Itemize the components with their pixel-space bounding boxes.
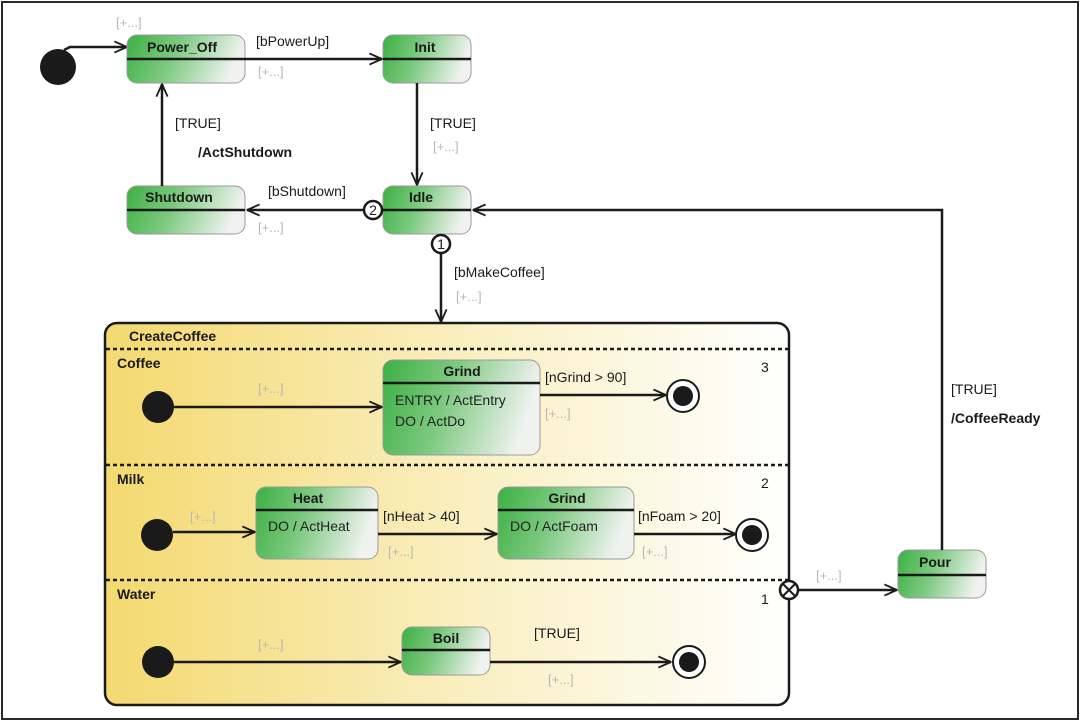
state-idle[interactable]: Idle [382,185,472,235]
transition-placeholder[interactable]: [+...] [545,406,571,421]
composite-state-create-coffee[interactable]: CreateCoffee [103,321,791,707]
state-grind-milk[interactable]: Grind DO / ActFoam [497,486,635,560]
exit-point-marker[interactable] [778,579,800,601]
transition-arrow[interactable] [63,47,127,50]
transition-placeholder[interactable]: [+...] [258,637,284,652]
transition-placeholder[interactable]: [+...] [258,220,284,235]
transition-arrow[interactable] [473,210,944,550]
region-name: Milk [117,471,144,487]
state-name: Init [415,39,436,55]
final-state[interactable] [666,379,700,413]
state-name: Grind [443,363,480,379]
transition-action[interactable]: /CoffeeReady [951,410,1041,426]
transition-placeholder[interactable]: [+...] [642,544,668,559]
composite-name: CreateCoffee [129,328,216,344]
transition-placeholder[interactable]: [+...] [258,381,284,396]
state-action: ENTRY / ActEntry [395,392,506,408]
transition-placeholder[interactable]: [+...] [258,64,284,79]
transition-guard[interactable]: [TRUE] [175,115,221,131]
transition-placeholder[interactable]: [+...] [388,544,414,559]
transition-placeholder[interactable]: [+...] [190,509,216,524]
transition-placeholder[interactable]: [+...] [816,568,842,583]
state-name: Shutdown [145,189,213,205]
initial-pseudostate[interactable] [142,391,174,423]
region-priority: 2 [761,475,769,491]
state-action: DO / ActDo [395,413,465,429]
region-coffee: Coffee 3 [+...] Grind ENTRY / ActEntry D… [117,355,769,456]
state-name: Power_Off [147,39,217,55]
state-name: Boil [433,630,459,646]
transition-guard[interactable]: [nHeat > 40] [383,508,460,524]
state-action: DO / ActHeat [268,518,350,534]
state-boil[interactable]: Boil [401,626,491,676]
final-state[interactable] [735,518,769,552]
state-name: Pour [919,554,951,570]
state-name: Grind [548,490,585,506]
state-pour[interactable]: Pour [897,549,987,599]
region-priority: 3 [761,359,769,375]
priority-badge: 2 [362,199,384,221]
transition-action[interactable]: /ActShutdown [198,144,292,160]
initial-pseudostate[interactable] [40,49,76,85]
transition-placeholder[interactable]: [+...] [433,139,459,154]
transition-placeholder[interactable]: [+...] [548,672,574,687]
transition-guard[interactable]: [bPowerUp] [256,33,329,49]
transition-placeholder[interactable]: [+...] [456,289,482,304]
initial-pseudostate[interactable] [141,519,173,551]
region-name: Coffee [117,355,161,371]
state-name: Idle [409,189,433,205]
transition-guard[interactable]: [nFoam > 20] [638,508,721,524]
state-power-off[interactable]: Power_Off [126,34,246,84]
region-name: Water [117,586,156,602]
state-grind-coffee[interactable]: Grind ENTRY / ActEntry DO / ActDo [382,359,541,456]
state-name: Heat [293,490,324,506]
transition-placeholder[interactable]: [+...] [116,15,142,30]
transition-guard[interactable]: [TRUE] [534,625,580,641]
state-heat[interactable]: Heat DO / ActHeat [255,486,379,560]
state-shutdown[interactable]: Shutdown [126,185,246,235]
priority-badge: 1 [430,233,452,255]
transition-guard[interactable]: [bShutdown] [268,183,346,199]
region-priority: 1 [761,591,769,607]
svg-text:2: 2 [369,202,377,218]
state-init[interactable]: Init [382,34,472,84]
initial-pseudostate[interactable] [142,646,174,678]
region-water: Water 1 [+...] Boil [TRUE] [+...] [117,586,769,687]
transition-guard[interactable]: [bMakeCoffee] [454,264,545,280]
state-action: DO / ActFoam [510,518,598,534]
final-state[interactable] [672,645,706,679]
region-milk: Milk 2 [+...] Heat DO / ActHeat [nHeat >… [117,471,769,560]
transition-guard[interactable]: [TRUE] [430,115,476,131]
svg-text:1: 1 [437,236,445,252]
transition-guard[interactable]: [TRUE] [951,381,997,397]
transition-guard[interactable]: [nGrind > 90] [545,369,626,385]
